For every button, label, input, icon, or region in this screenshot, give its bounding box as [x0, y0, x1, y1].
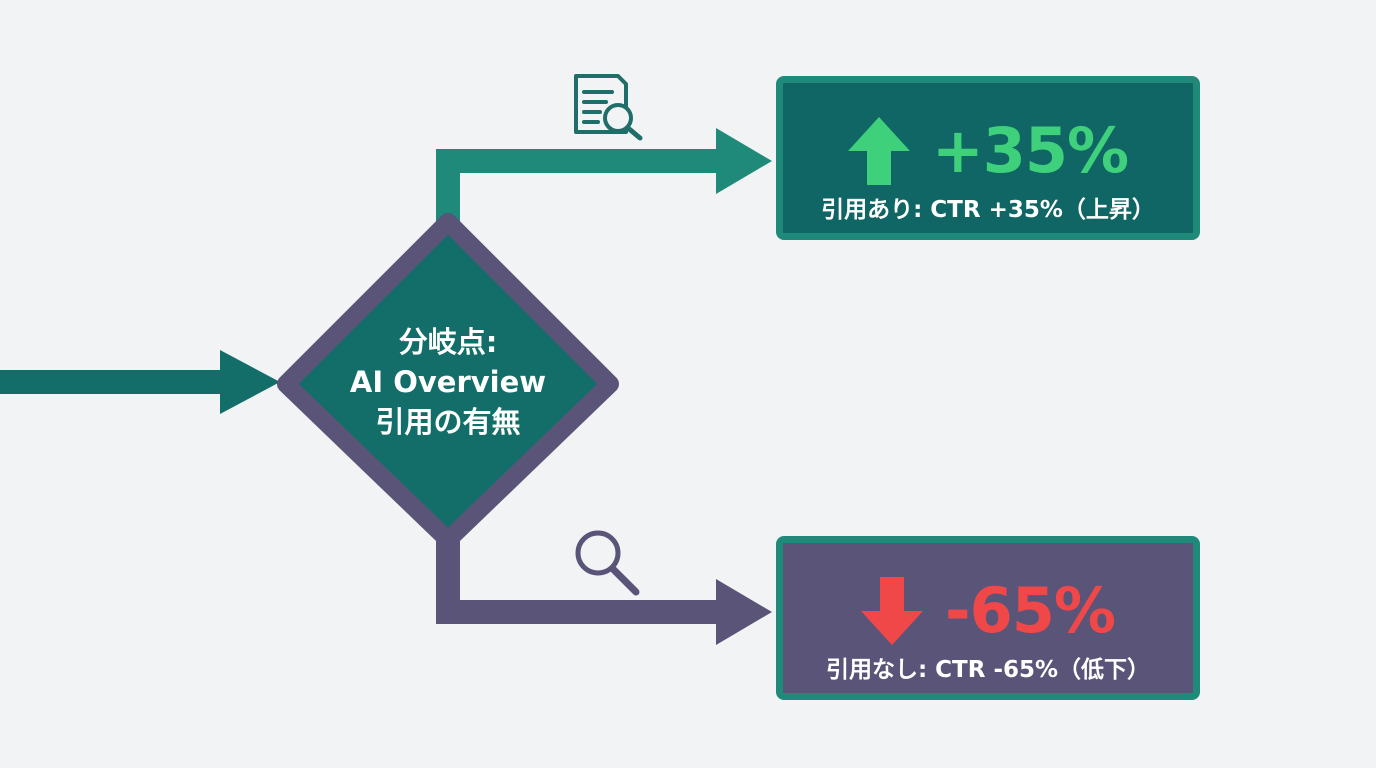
decision-label-line-2: AI Overview	[349, 365, 547, 399]
upper-branch-arrow	[436, 128, 772, 222]
decision-label: 分岐点: AI Overview 引用の有無	[318, 322, 578, 442]
uncited-ctr-caption: 引用なし: CTR -65%（低下）	[825, 657, 1151, 683]
arrow-down-icon	[860, 577, 923, 645]
cited-result-box: +35% 引用あり: CTR +35%（上昇）	[776, 76, 1200, 240]
document-search-icon	[574, 74, 643, 141]
decision-diamond	[277, 213, 619, 549]
lower-branch-arrow	[436, 540, 772, 645]
incoming-arrow	[0, 350, 280, 414]
uncited-result-main: -65%	[783, 569, 1193, 653]
magnifier-icon	[575, 530, 640, 596]
cited-result-main: +35%	[783, 109, 1193, 193]
arrow-up-icon	[847, 117, 910, 185]
decision-label-line-1: 分岐点:	[398, 325, 498, 359]
uncited-ctr-value: -65%	[944, 574, 1116, 647]
uncited-result-box: -65% 引用なし: CTR -65%（低下）	[776, 536, 1200, 700]
cited-ctr-caption: 引用あり: CTR +35%（上昇）	[821, 197, 1155, 223]
cited-ctr-value: +35%	[931, 114, 1129, 187]
decision-label-line-3: 引用の有無	[375, 405, 521, 439]
